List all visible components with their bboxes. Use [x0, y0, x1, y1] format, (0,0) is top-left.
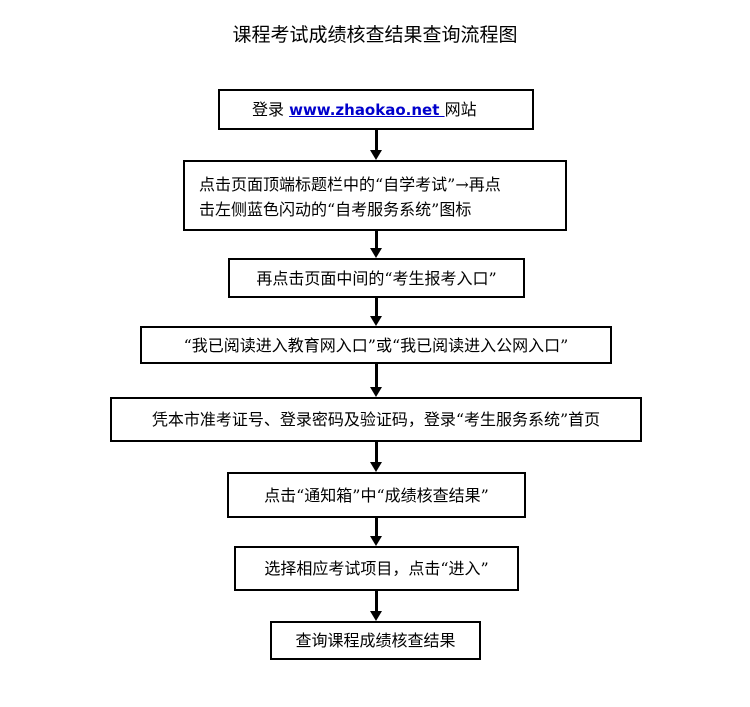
step-login-system-text: 凭本市准考证号、登录密码及验证码，登录“考生服务系统”首页	[151, 410, 601, 429]
step-click-self-study: 点击页面顶端标题栏中的“自学考试”→再点 击左侧蓝色闪动的“自考服务系统”图标	[183, 160, 567, 231]
step-query-result: 查询课程成绩核查结果	[270, 621, 481, 660]
step-login-system: 凭本市准考证号、登录密码及验证码，登录“考生服务系统”首页	[110, 397, 642, 442]
step-login-suffix: 网站	[444, 100, 477, 119]
step-select-exam: 选择相应考试项目，点击“进入”	[234, 546, 519, 591]
step-click-self-study-line1: 点击页面顶端标题栏中的“自学考试”→再点	[199, 175, 501, 194]
step-query-result-text: 查询课程成绩核查结果	[295, 631, 456, 650]
step-candidate-entry: 再点击页面中间的“考生报考入口”	[228, 258, 525, 298]
step-select-exam-text: 选择相应考试项目，点击“进入”	[264, 559, 489, 578]
step-notification-box-text: 点击“通知箱”中“成绩核查结果”	[264, 485, 489, 505]
step-login-website: 登录 www.zhaokao.net 网站	[218, 89, 534, 130]
step-login-prefix: 登录	[252, 100, 290, 119]
step-choose-network: “我已阅读进入教育网入口”或“我已阅读进入公网入口”	[140, 326, 612, 364]
step-notification-box: 点击“通知箱”中“成绩核查结果”	[227, 472, 526, 518]
diagram-title: 课程考试成绩核查结果查询流程图	[232, 24, 518, 46]
step-choose-network-text: “我已阅读进入教育网入口”或“我已阅读进入公网入口”	[183, 335, 569, 355]
step-candidate-entry-text: 再点击页面中间的“考生报考入口”	[256, 268, 497, 288]
step-click-self-study-line2: 击左侧蓝色闪动的“自考服务系统”图标	[199, 200, 472, 219]
zhaokao-link[interactable]: www.zhaokao.net	[289, 101, 445, 119]
